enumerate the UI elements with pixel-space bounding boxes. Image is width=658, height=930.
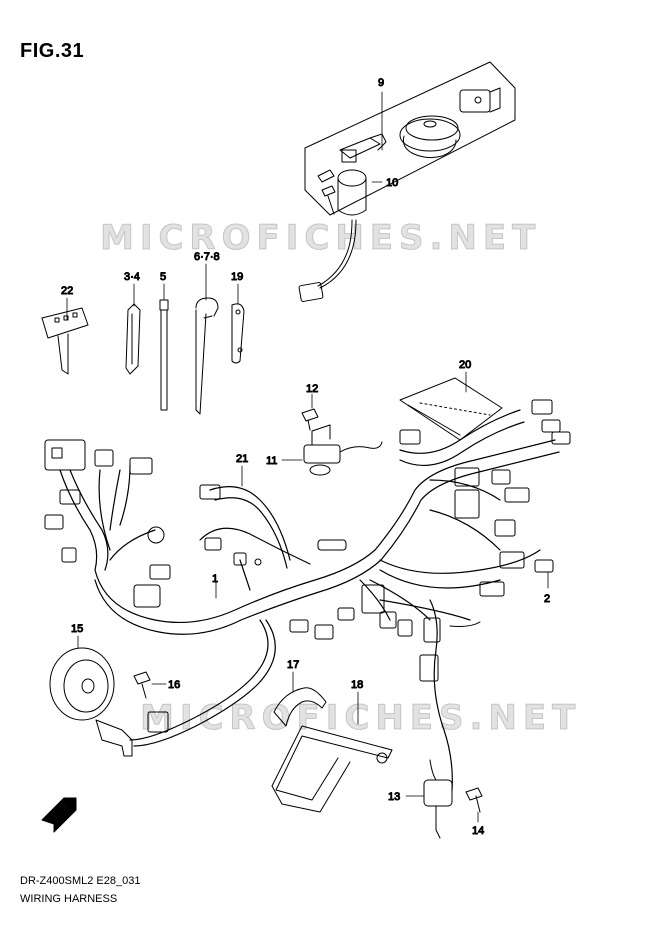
key — [41, 307, 89, 375]
callout-13: 13 — [388, 791, 400, 803]
callout-9: 9 — [378, 77, 384, 89]
callout-12: 12 — [306, 383, 318, 395]
leader-lines — [66, 91, 549, 823]
callout-11: 11 — [266, 455, 277, 467]
sensor-13 — [423, 759, 483, 839]
callout-5: 5 — [160, 271, 166, 283]
clamp-19 — [231, 303, 245, 364]
horn — [49, 647, 133, 757]
callout-17: 17 — [287, 659, 299, 671]
cable-tie-5 — [159, 299, 169, 411]
harness-connectors — [44, 399, 571, 682]
diagram-caption: WIRING HARNESS — [20, 893, 118, 905]
ignition-switch-set — [298, 61, 516, 302]
label-sheet — [399, 377, 503, 441]
relay-bracket — [301, 408, 383, 476]
callout-22: 22 — [61, 285, 73, 297]
callout-3-4: 3·4 — [124, 271, 140, 283]
cover-17 — [273, 687, 327, 727]
watermark-top: MICROFICHES.NET — [99, 218, 542, 259]
clamp-3-4 — [125, 303, 141, 375]
horn-connector — [147, 711, 169, 733]
bolt-16 — [133, 671, 151, 699]
callout-6-7-8: 6·7·8 — [194, 251, 220, 263]
callout-19: 19 — [231, 271, 243, 283]
callout-1: 1 — [212, 573, 218, 585]
callout-18: 18 — [351, 679, 363, 691]
callout-16: 16 — [168, 679, 180, 691]
callout-21: 21 — [236, 453, 248, 465]
callout-10: 10 — [386, 177, 398, 189]
model-code: DR-Z400SML2 E28_031 — [20, 875, 141, 887]
cable-tie-6-7-8 — [195, 297, 219, 415]
callout-15: 15 — [71, 623, 83, 635]
callout-14: 14 — [472, 825, 484, 837]
bracket-18 — [271, 725, 393, 813]
callout-20: 20 — [459, 359, 471, 371]
forward-arrow — [41, 797, 77, 833]
main-harness — [59, 409, 560, 791]
callout-2: 2 — [544, 593, 550, 605]
figure-title: FIG.31 — [20, 40, 85, 62]
